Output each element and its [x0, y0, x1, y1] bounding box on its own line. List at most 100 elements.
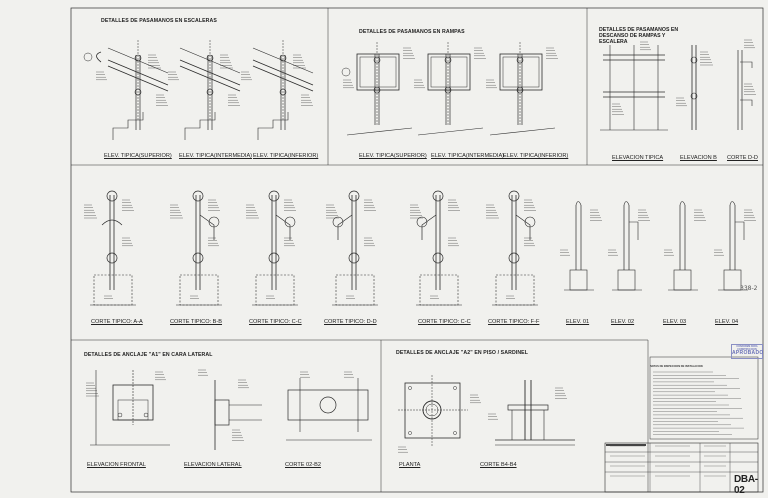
caption-elevacion-tipica: ELEVACION TIPICA	[612, 155, 664, 161]
caption-elev-superior-2: ELEV. TIPICA(SUPERIOR)	[359, 153, 427, 159]
drawing-code: DBA-02	[734, 474, 758, 496]
handrail-tube	[179, 59, 241, 86]
caption-elev-superior-1: ELEV. TIPICA(SUPERIOR)	[104, 153, 172, 159]
caption-elevacion-b: ELEVACION B	[680, 155, 717, 161]
handrail-tube	[179, 47, 241, 74]
anchor-plate	[214, 399, 230, 426]
base-plate	[404, 382, 461, 439]
bracket	[735, 221, 745, 240]
base-plate	[255, 274, 295, 306]
base-plate	[419, 274, 459, 306]
section-title-escaleras: DETALLES DE PASAMANOS EN ESCALERAS	[101, 18, 217, 24]
stair-profile	[257, 112, 289, 140]
anchor-bolt	[408, 431, 412, 435]
sheet-border	[70, 7, 764, 493]
rail-frame	[356, 53, 400, 91]
handrail-tube	[107, 65, 169, 92]
caption-corte-cc: CORTE TIPICO: C-C	[249, 319, 302, 325]
post-cap	[516, 56, 524, 64]
notes-block: NOTAS DE INSPECCION DE INSTALACION	[650, 365, 754, 368]
handrail-tube	[252, 47, 314, 74]
caption-planta: PLANTA	[399, 462, 421, 468]
anchor-plate	[112, 384, 154, 421]
anchor-bolt	[143, 412, 149, 418]
bracket	[421, 214, 437, 240]
post-cap	[106, 190, 118, 202]
post-cap	[373, 56, 381, 64]
rail-frame-inner	[359, 56, 397, 88]
caption-corte-aa: CORTE TIPICO: A-A	[91, 319, 143, 325]
stair-profile	[112, 112, 144, 140]
post-cap	[575, 201, 582, 206]
bracket	[515, 214, 531, 240]
rail-frame	[427, 53, 471, 91]
rail-frame	[499, 53, 543, 91]
caption-elev-01: ELEV. 01	[566, 319, 590, 325]
post-cap	[192, 252, 204, 264]
post-cap	[279, 88, 287, 96]
tube-section	[416, 216, 428, 228]
handrail-end	[96, 51, 102, 63]
tube-section	[319, 396, 337, 414]
caption-elev-inferior-2: ELEV. TIPICA(INFERIOR)	[503, 153, 569, 159]
bracket	[101, 219, 123, 226]
caption-elev-intermedia-2: ELEV. TIPICA(INTERMEDIA)	[431, 153, 505, 159]
detail-marker	[341, 67, 351, 77]
rail-frame-inner	[502, 56, 540, 88]
caption-elev-intermedia-1: ELEV. TIPICA(INTERMEDIA)	[179, 153, 253, 159]
post-cap	[623, 201, 630, 206]
caption-elevacion-frontal: ELEVACION FRONTAL	[87, 462, 146, 468]
handrail-tube	[252, 59, 314, 86]
post-cap	[348, 190, 360, 202]
base-plate	[93, 274, 133, 306]
title-block	[604, 442, 759, 493]
caption-corte-02-b2: CORTE 02-B2	[285, 462, 321, 468]
post-cap	[134, 54, 142, 62]
post-cap	[508, 190, 520, 202]
caption-corte-dd-tipico: CORTE TIPICO: D-D	[324, 319, 377, 325]
caption-corte-ee: CORTE TIPICO: C-C	[418, 319, 471, 325]
section-title-anclaje-a1: DETALLES DE ANCLAJE "A1" EN CARA LATERAL	[84, 352, 213, 358]
bracket	[740, 99, 753, 106]
post-cap	[268, 190, 280, 202]
post-cap	[690, 92, 698, 100]
base-plate	[723, 269, 742, 291]
caption-elev-02: ELEV. 02	[611, 319, 635, 325]
stamp-line1: CONFORME PARA CONSTRUCCION	[736, 345, 758, 352]
rail-frame-inner	[430, 56, 468, 88]
stair-profile	[184, 112, 216, 140]
caption-elev-inferior-1: ELEV. TIPICA(INFERIOR)	[253, 153, 319, 159]
caption-elev-03: ELEV. 03	[663, 319, 687, 325]
base-plate	[335, 274, 375, 306]
post-cap	[444, 56, 452, 64]
handrail-tube	[107, 59, 169, 86]
post-cap	[508, 252, 520, 264]
base-plate	[179, 274, 219, 306]
post-cap	[729, 201, 736, 206]
post-cap	[432, 252, 444, 264]
post-cap	[516, 86, 524, 94]
tube-section	[284, 216, 296, 228]
anchor-bolt	[453, 431, 457, 435]
caption-elevacion-lateral: ELEVACION LATERAL	[184, 462, 242, 468]
caption-corte-b4: CORTE B4-B4	[480, 462, 517, 468]
post-cap	[373, 86, 381, 94]
ramp-floor	[417, 127, 484, 136]
caption-elev-04: ELEV. 04	[715, 319, 739, 325]
handrail-tube	[179, 65, 241, 92]
section-title-anclaje-a2: DETALLES DE ANCLAJE "A2" EN PISO / SARDI…	[396, 350, 529, 356]
caption-corte-ff: CORTE TIPICO: F-F	[488, 319, 540, 325]
base-plate	[507, 404, 549, 411]
post-cap	[268, 252, 280, 264]
anchor-bolt	[117, 412, 123, 418]
post-cap	[444, 86, 452, 94]
revision-bar	[606, 444, 646, 446]
handrail-tube	[107, 47, 169, 74]
post-cap	[279, 54, 287, 62]
plate-section	[287, 389, 369, 421]
post-cap	[432, 190, 444, 202]
post-cap	[690, 56, 698, 64]
stamp-line2: APROBADO	[732, 350, 764, 357]
anchor-bolt	[408, 386, 412, 390]
